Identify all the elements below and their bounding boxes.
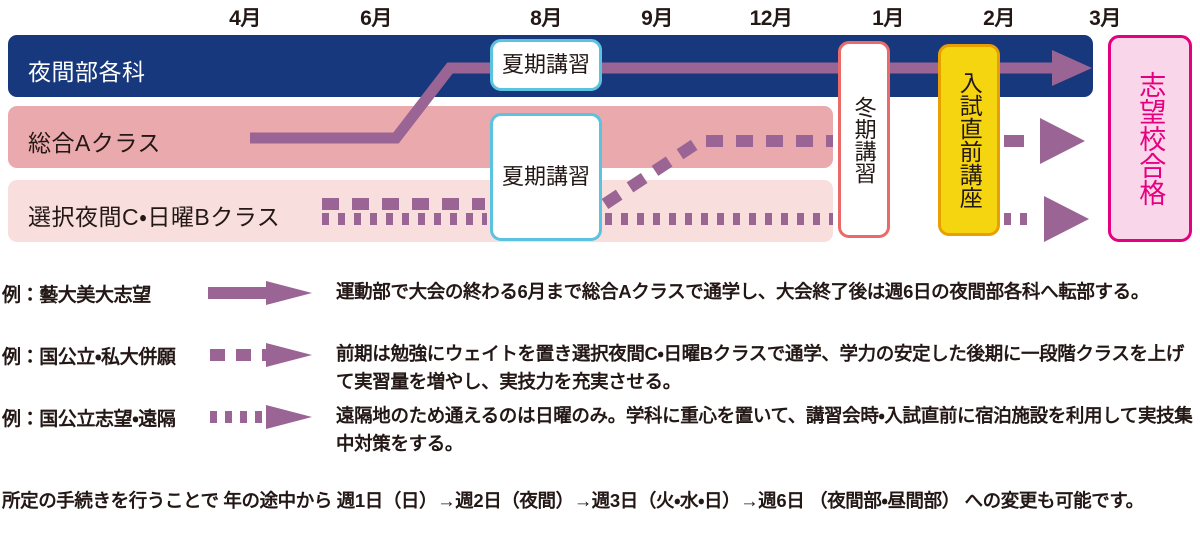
flow-arrowhead-solid bbox=[1052, 50, 1092, 86]
box-winter-course-label: 冬期講習 bbox=[851, 95, 877, 184]
legend-title-dotted: 例：国公立志望・遠隔 bbox=[2, 409, 176, 430]
legend-description-dashed: 前期は勉強にウェイトを置き選択夜間C・日曜Bクラスで通学、学力の安定した後期に一… bbox=[336, 343, 1184, 393]
legend-description-solid: 運動部で大会の終わる6月まで総合Aクラスで通学し、大会終了後は週6日の夜間部各科… bbox=[336, 281, 1149, 302]
box-exam-prep-course-label: 入試直前講座 bbox=[956, 71, 983, 209]
month-tick-9: 9月 bbox=[641, 7, 673, 30]
flow-path-dashed-segment-b bbox=[601, 135, 833, 210]
month-tick-4: 4月 bbox=[229, 7, 261, 30]
track-bar-sogo-a bbox=[8, 106, 833, 168]
month-tick-2: 2月 bbox=[983, 7, 1015, 30]
month-tick-12: 12月 bbox=[749, 7, 793, 30]
legend-title-solid: 例：藝大美大志望 bbox=[2, 285, 151, 306]
flow-arrowhead-dotted bbox=[1044, 196, 1089, 242]
legend-description-dotted: 遠隔地のため通えるのは日曜のみ。学科に重心を置いて、講習会時・入試直前に宿泊施設… bbox=[336, 405, 1193, 455]
month-tick-8: 8月 bbox=[530, 7, 562, 30]
timeline-chart: 夜間部各科 総合Aクラス 選択夜間C・日曜Bクラス 夏期講習 bbox=[0, 0, 1200, 250]
box-goal-admission-label: 志望校合格 bbox=[1135, 71, 1166, 206]
box-exam-prep-course[interactable]: 入試直前講座 bbox=[938, 44, 1000, 236]
box-summer-course-night[interactable]: 夏期講習 bbox=[490, 39, 602, 91]
month-tick-1: 1月 bbox=[872, 7, 904, 30]
box-goal-admission[interactable]: 志望校合格 bbox=[1108, 35, 1192, 242]
flow-path-solid-segment-a bbox=[250, 62, 490, 144]
track-label-yakanbu: 夜間部各科 bbox=[28, 59, 146, 85]
footnote-text: 所定の手続きを行うことで 年の途中から 週1日（日）→週2日（夜間）→週3日（火… bbox=[2, 490, 1144, 511]
month-axis: 4月 6月 8月 9月 12月 1月 2月 3月 bbox=[0, 0, 1200, 33]
track-label-sentaku-cb: 選択夜間C・日曜Bクラス bbox=[28, 204, 281, 230]
box-summer-course-day-label: 夏期講習 bbox=[501, 164, 590, 190]
box-winter-course[interactable]: 冬期講習 bbox=[838, 41, 890, 238]
legend-title-dashed: 例：国公立・私大併願 bbox=[2, 347, 176, 368]
legend-arrow-solid-icon bbox=[208, 281, 312, 305]
month-tick-3: 3月 bbox=[1089, 7, 1121, 30]
legend-arrow-dotted-icon bbox=[210, 405, 312, 429]
track-label-sogo-a: 総合Aクラス bbox=[28, 130, 161, 156]
flow-arrowhead-dashed bbox=[1040, 118, 1085, 164]
month-tick-6: 6月 bbox=[360, 7, 392, 30]
legend-arrow-dashed-icon bbox=[210, 343, 312, 367]
track-bar-sentaku-cb bbox=[8, 180, 833, 242]
box-summer-course-day[interactable]: 夏期講習 bbox=[490, 113, 602, 241]
box-summer-course-night-label: 夏期講習 bbox=[501, 52, 590, 78]
